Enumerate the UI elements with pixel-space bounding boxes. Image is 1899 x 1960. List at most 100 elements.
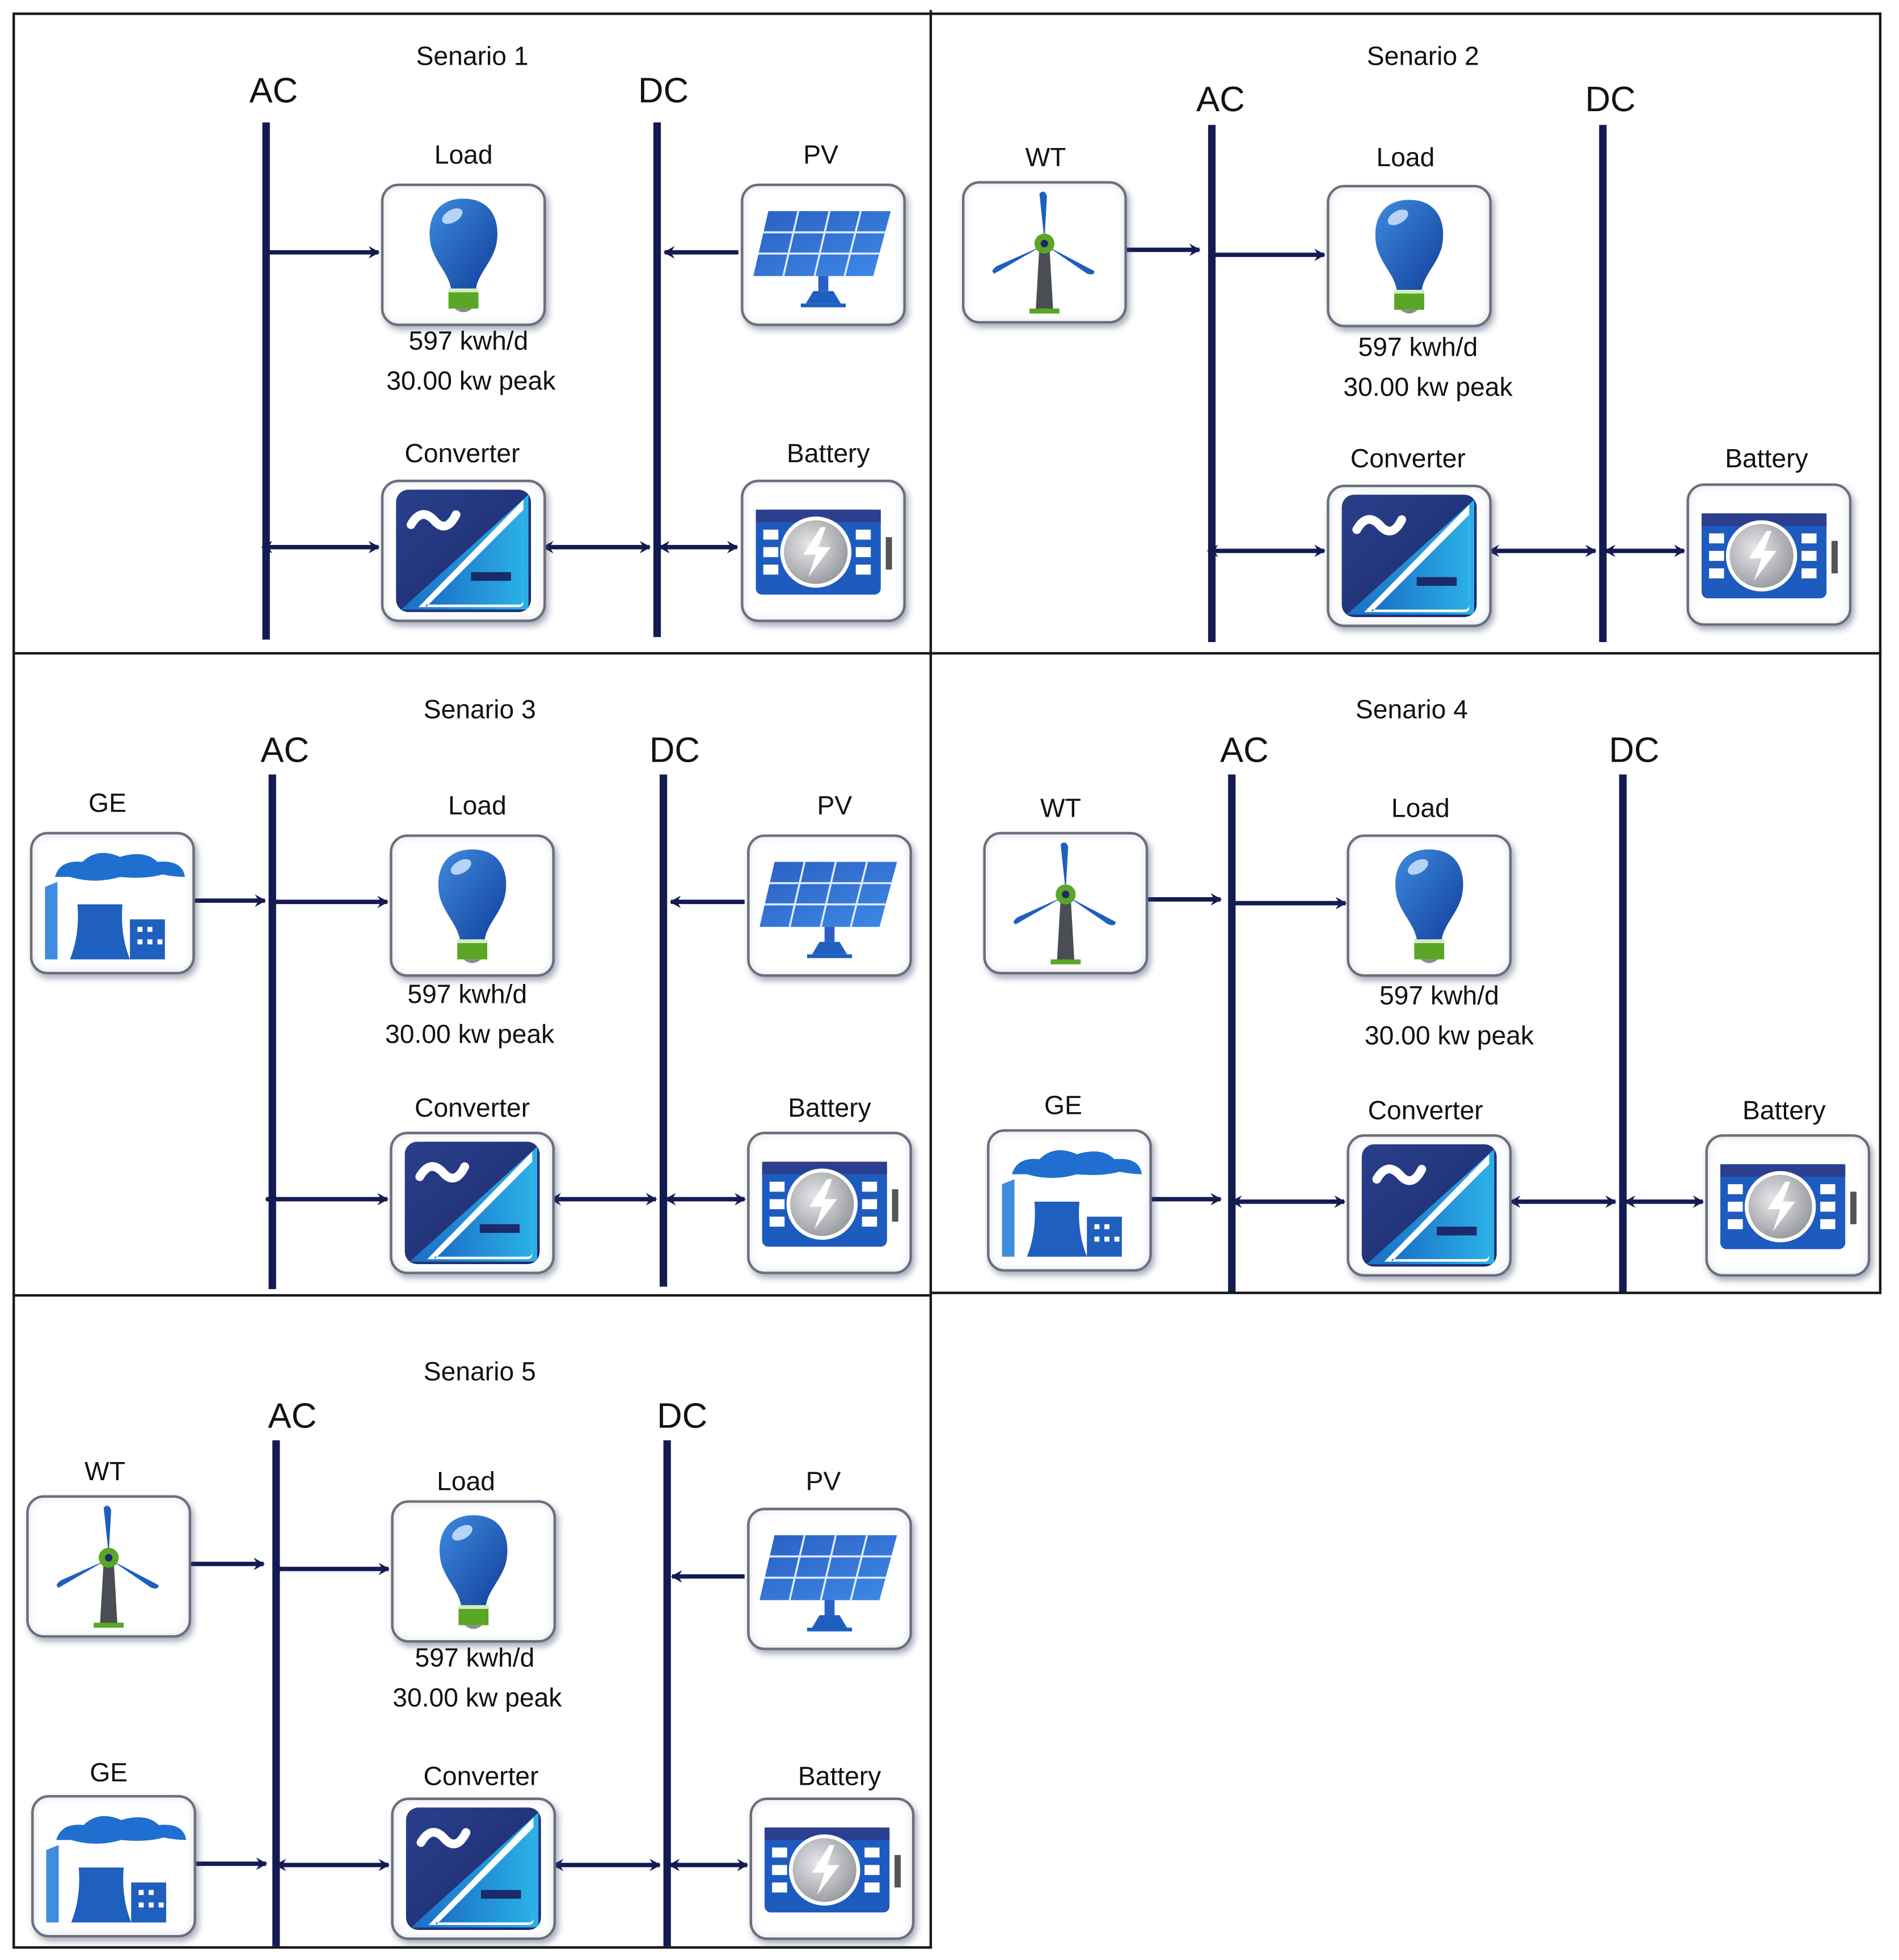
pv-label: PV (805, 1468, 841, 1497)
converter-label: Converter (1368, 1096, 1483, 1126)
battery-component (747, 1131, 912, 1274)
wt-component (983, 831, 1149, 975)
dc-bus-label: DC (638, 71, 689, 110)
scenario-title: Senario 5 (423, 1358, 536, 1387)
wind-turbine-icon (964, 184, 1124, 321)
light-bulb-icon (393, 837, 552, 974)
converter-icon (1330, 487, 1489, 624)
frame-center-divider (929, 10, 932, 1949)
wt-label: WT (1040, 794, 1081, 823)
dc-bus (659, 774, 668, 1287)
power-plant-icon (989, 1132, 1149, 1269)
load-component (381, 183, 546, 326)
ac-bus-label: AC (249, 71, 298, 110)
converter-label: Converter (415, 1094, 530, 1123)
pv-label: PV (817, 792, 853, 821)
load-component (1327, 184, 1492, 328)
scenario-title: Senario 1 (416, 42, 529, 71)
ac-bus (1228, 774, 1236, 1292)
converter-label: Converter (423, 1762, 539, 1792)
load-component (391, 1500, 556, 1643)
frame-bottom-border (12, 1946, 932, 1949)
dc-bus-label: DC (657, 1396, 708, 1435)
pv-label: PV (803, 141, 838, 170)
ge-component (987, 1129, 1152, 1272)
converter-icon (393, 1134, 552, 1272)
solar-panel-icon (744, 186, 904, 323)
frame-left-border (12, 12, 15, 1949)
ge-label: GE (1044, 1092, 1082, 1121)
converter-label: Converter (404, 440, 520, 468)
light-bulb-icon (1330, 187, 1489, 324)
load-peak: 30.00 kw peak (386, 367, 556, 396)
wt-component (962, 181, 1127, 324)
load-label: Load (448, 792, 507, 821)
light-bulb-icon (1349, 837, 1509, 974)
wt-component (26, 1495, 191, 1638)
load-peak: 30.00 kw peak (393, 1684, 562, 1713)
load-label: Load (437, 1468, 496, 1497)
ac-bus-label: AC (260, 730, 310, 770)
load-energy: 597 kwh/d (407, 981, 528, 1009)
dc-bus-label: DC (1609, 730, 1660, 770)
ge-component (31, 1795, 196, 1938)
light-bulb-icon (394, 1503, 554, 1640)
dc-bus (1599, 125, 1607, 643)
load-label: Load (1376, 143, 1435, 172)
ac-bus-label: AC (1219, 730, 1269, 770)
load-energy: 597 kwh/d (415, 1644, 535, 1673)
battery-icon (1708, 1137, 1868, 1274)
solar-panel-icon (750, 1510, 910, 1648)
load-energy: 597 kwh/d (1379, 982, 1499, 1011)
pv-component (747, 834, 912, 977)
wt-label: WT (85, 1458, 125, 1487)
power-plant-icon (33, 1798, 193, 1935)
ge-label: GE (90, 1759, 128, 1788)
ac-bus-label: AC (1196, 79, 1245, 119)
dc-bus (663, 1440, 671, 1946)
battery-label: Battery (787, 440, 870, 468)
battery-label: Battery (788, 1094, 871, 1123)
ac-bus (262, 122, 270, 640)
load-label: Load (434, 141, 493, 170)
dc-bus (1619, 774, 1627, 1292)
battery-label: Battery (797, 1762, 881, 1792)
frame-top-border (12, 12, 1882, 15)
battery-component (749, 1797, 915, 1940)
load-peak: 30.00 kw peak (1343, 373, 1513, 403)
load-peak: 30.00 kw peak (385, 1020, 555, 1050)
load-energy: 597 kwh/d (408, 327, 529, 356)
frame-row-divider-2-left (12, 1294, 932, 1297)
wind-turbine-icon (986, 834, 1146, 971)
battery-icon (752, 1800, 912, 1937)
converter-component (1347, 1134, 1512, 1277)
light-bulb-icon (383, 186, 543, 323)
battery-icon (744, 482, 904, 619)
battery-icon (750, 1134, 910, 1272)
converter-component (381, 479, 546, 622)
solar-panel-icon (750, 837, 910, 974)
wt-label: WT (1025, 143, 1066, 172)
frame-row-divider-2-right (932, 1291, 1882, 1294)
pv-component (747, 1507, 912, 1650)
load-energy: 597 kwh/d (1358, 333, 1478, 362)
ge-label: GE (88, 789, 126, 818)
converter-icon (383, 482, 543, 619)
ac-bus (272, 1440, 280, 1946)
scenario-title: Senario 2 (1366, 42, 1479, 71)
converter-component (391, 1797, 556, 1940)
load-component (390, 834, 555, 977)
battery-label: Battery (1725, 445, 1808, 474)
dc-bus-label: DC (1585, 79, 1636, 119)
converter-label: Converter (1350, 445, 1466, 474)
pv-component (741, 183, 906, 326)
ac-bus-label: AC (268, 1396, 317, 1435)
converter-component (1327, 484, 1492, 627)
ac-bus (1208, 125, 1216, 643)
converter-icon (1349, 1137, 1509, 1274)
frame-row-divider-1 (12, 652, 1882, 655)
load-component (1347, 834, 1512, 977)
converter-icon (394, 1800, 554, 1937)
